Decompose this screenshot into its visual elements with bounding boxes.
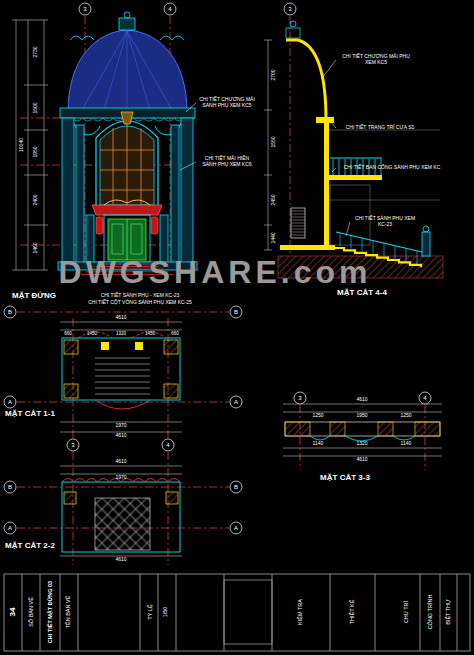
dimension: 4610 — [115, 557, 126, 563]
title-block-cell: 1/50 — [162, 607, 168, 618]
dimension: 4610 — [115, 459, 126, 465]
dimension: 2450 — [271, 194, 277, 205]
dimension: 2400 — [33, 194, 39, 205]
dimension: 660 — [171, 331, 179, 336]
dimension: 4610 — [115, 315, 126, 321]
title-block-cell: KIỂM TRA — [297, 599, 303, 625]
dimension: 10040 — [19, 138, 25, 152]
callout-note: CHI TIẾT SẢNH PHỤ - XEM KC-23 — [101, 293, 180, 299]
title-block-cell: TỶ LỆ — [147, 604, 153, 619]
title-block-cell: CÔNG TRÌNH — [427, 595, 433, 630]
grid-bubble: B — [234, 484, 238, 491]
front-elevation — [12, 12, 197, 274]
dimension: 1450 — [145, 331, 155, 336]
leader-lines — [180, 60, 350, 236]
dimension: 2730 — [33, 46, 39, 57]
grid-bubble: 3 — [83, 6, 86, 13]
grid-bubble: 3 — [288, 6, 291, 13]
dimension: 1970 — [115, 475, 126, 481]
callout-note: CHI TIẾT SẢNH PHỤ XEM KC-23 — [350, 216, 420, 228]
dimension: 1250 — [400, 413, 411, 419]
dimension: 1250 — [312, 413, 323, 419]
section-4-4 — [264, 21, 443, 278]
dimension: 4610 — [356, 457, 367, 463]
grid-bubble: B — [8, 484, 12, 491]
grid-bubble: A — [234, 525, 238, 532]
dimension: 4610 — [356, 397, 367, 403]
title-block-cell: SỐ BẢN VẼ — [28, 597, 34, 627]
grid-bubble: B — [234, 309, 238, 316]
callout-note: CHI TIẾT CỘT VÒNG SẢNH PHỤ XEM KC-25 — [88, 300, 192, 306]
watermark: DWGSHARE.com — [59, 254, 372, 291]
callout-note: CHI TIẾT CHƯƠNG MÁI SẢNH PHỤ XEM KC5 — [198, 97, 256, 109]
grid-bubble: 4 — [168, 6, 171, 13]
grid-bubble: 4 — [166, 442, 169, 449]
title-block-cell: CHỦ TRÌ — [403, 601, 409, 623]
section-3-3 — [283, 404, 442, 456]
dimension: 1460 — [33, 242, 39, 253]
grid-bubble: B — [8, 309, 12, 316]
view-title: MẶT CẮT 1-1 — [5, 409, 55, 418]
title-block-cell: TÊN BẢN VẼ — [65, 596, 71, 629]
dimension: 1440 — [271, 232, 277, 243]
section-1-1 — [60, 322, 182, 432]
dimension: 1950 — [33, 146, 39, 157]
dimension: 1950 — [356, 413, 367, 419]
title-block — [4, 574, 470, 651]
grid-bubble: A — [8, 399, 12, 406]
dimension: 1140 — [313, 441, 324, 447]
callout-note: CHI TIẾT CHƯƠNG MÁI PHỤ XEM KC5 — [338, 54, 414, 66]
dimension: 1320 — [356, 441, 367, 447]
grid-bubble: A — [234, 399, 238, 406]
grid-bubble: 3 — [298, 395, 301, 402]
dimension: 1550 — [271, 136, 277, 147]
dimension: 2700 — [271, 69, 277, 80]
dimension: 1500 — [33, 102, 39, 113]
title-block-cell: THIẾT KẾ — [349, 600, 355, 625]
dimension: 1140 — [401, 441, 412, 447]
grid-bubbles — [4, 3, 431, 534]
grid-bubble: 3 — [71, 442, 74, 449]
grid-bubble: 4 — [423, 395, 426, 402]
title-block-cell: BIỆT THỰ — [445, 599, 451, 625]
title-block-cell: CHI TIẾT MẶT ĐỨNG 03 — [47, 581, 53, 643]
callout-note: CHI TIẾT BAN CÔNG SẢNH PHỤ XEM KC — [342, 165, 442, 171]
view-title: MẶT CẮT 4-4 — [337, 288, 387, 297]
title-block-cell: 34 — [8, 608, 17, 617]
dimension: 1450 — [87, 331, 97, 336]
view-title: MẶT CẮT 3-3 — [320, 473, 370, 482]
view-title: MẶT CẮT 2-2 — [5, 541, 55, 550]
dimension: 1970 — [115, 423, 126, 429]
grid-lines — [17, 16, 425, 565]
grid-bubble: A — [8, 525, 12, 532]
dimension: 4610 — [115, 433, 126, 439]
callout-note: CHI TIẾT MÁI HIÊN SẢNH PHỤ XEM KC6 — [198, 156, 256, 168]
dimension: 1320 — [116, 331, 126, 336]
view-title: MẶT ĐỨNG — [12, 291, 56, 300]
dimension: 660 — [64, 331, 72, 336]
callout-note: CHI TIẾT TRANG TRÍ CỬA S1 — [346, 125, 415, 131]
section-2-2 — [60, 466, 182, 556]
